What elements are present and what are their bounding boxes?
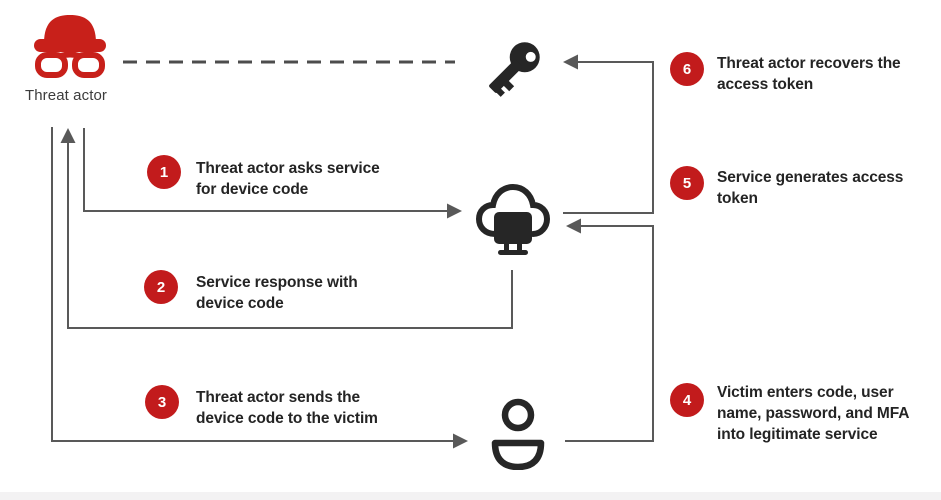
arrow-1-line [83,128,448,212]
arrow-1-head [447,203,462,219]
arrow-5-6-head [563,54,578,70]
step-6-badge: 6 [670,52,704,86]
arrow-2-line [67,142,513,329]
step-5-badge: 5 [670,166,704,200]
arrow-3-head [453,433,468,449]
arrow-3-line [51,127,454,442]
arrow-4-line [565,225,654,442]
threat-actor-label: Threat actor [24,87,108,104]
arrow-2-head [60,128,76,143]
step-1-badge: 1 [147,155,181,189]
step-3-badge: 3 [145,385,179,419]
victim-person-icon [487,398,549,471]
step-6-text: Threat actor recovers the access token [717,55,901,93]
threat-actor-icon [26,12,114,82]
access-token-key-icon [478,36,546,104]
step-5-text: Service generates access token [717,169,904,207]
bottom-bar [0,492,941,500]
cloud-service-icon [475,182,551,258]
step-4-text: Victim enters code, user name, password,… [717,384,910,443]
step-2-text: Service response with device code [196,274,358,312]
step-2-badge: 2 [144,270,178,304]
step-3-text: Threat actor sends the device code to th… [196,389,378,427]
arrow-5-6-line [563,61,654,214]
arrow-4-head [566,218,581,234]
step-1-text: Threat actor asks service for device cod… [196,160,380,198]
step-4-badge: 4 [670,383,704,417]
